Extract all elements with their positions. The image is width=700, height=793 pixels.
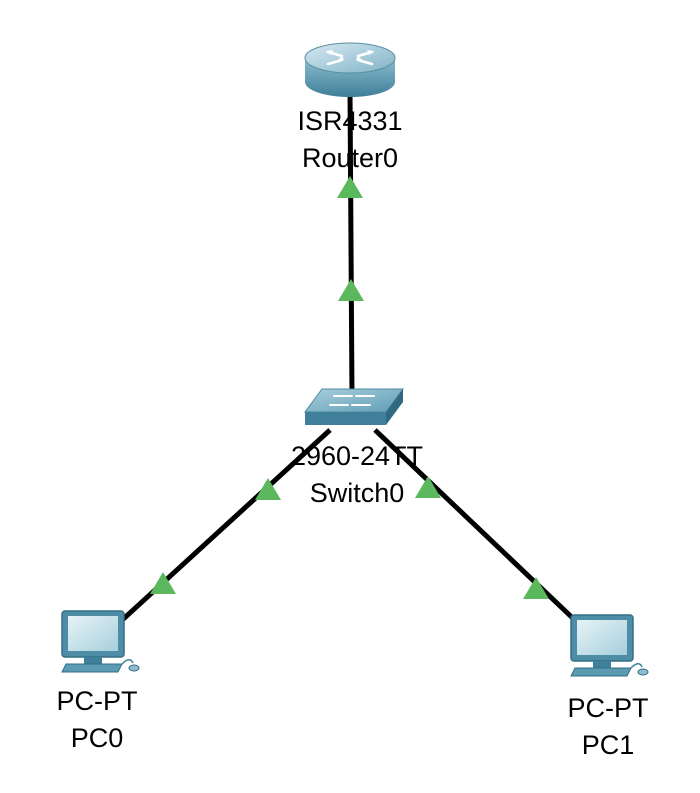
switch0-model-label: 2960-24TT (291, 441, 423, 471)
router0-name-label: Router0 (302, 143, 398, 173)
link-switch0-pc1[interactable] (373, 428, 582, 627)
link-up-indicator (255, 478, 281, 500)
device-pc0[interactable]: PC-PT PC0 (57, 610, 140, 753)
link-up-indicator (415, 476, 441, 498)
pc-icon (61, 610, 140, 673)
link-status-indicators (150, 176, 549, 599)
pc1-name-label: PC1 (582, 730, 635, 760)
pc0-name-label: PC0 (71, 723, 124, 753)
pc-icon (570, 614, 649, 677)
pc0-model-label: PC-PT (57, 686, 138, 716)
device-pc1[interactable]: PC-PT PC1 (568, 614, 649, 760)
link-up-indicator (523, 577, 549, 599)
switch0-name-label: Switch0 (310, 478, 405, 508)
pc1-model-label: PC-PT (568, 693, 649, 723)
device-router0[interactable]: ISR4331 Router0 (297, 42, 403, 173)
link-up-indicator (337, 176, 363, 198)
device-switch0[interactable]: 2960-24TT Switch0 (291, 388, 423, 508)
link-up-indicator (338, 279, 364, 301)
router-icon (304, 42, 396, 97)
router0-model-label: ISR4331 (297, 106, 402, 136)
link-router0-switch0[interactable] (347, 89, 355, 399)
switch-icon (304, 388, 404, 425)
link-up-indicator (150, 572, 176, 594)
